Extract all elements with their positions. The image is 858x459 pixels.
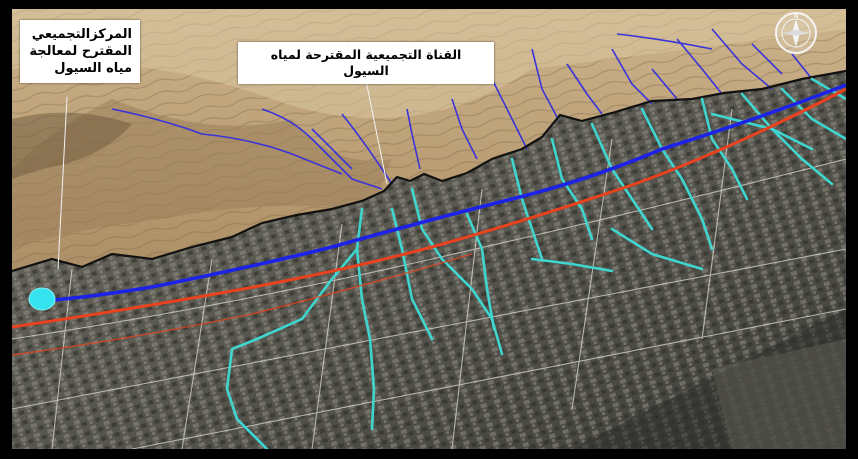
street-network bbox=[12, 108, 846, 449]
treatment-center-label: المركزالتجميعي المقترح لمعالجة مياه السي… bbox=[20, 20, 140, 83]
treatment-center-marker[interactable] bbox=[28, 287, 56, 311]
proposed-collection-channel bbox=[41, 83, 846, 303]
map-canvas bbox=[12, 9, 846, 449]
collection-channel-label: القناة التجميعية المقترحة لمياه السيول bbox=[238, 42, 494, 84]
treatment-center-label-line-2: المقترح لمعالجة bbox=[29, 44, 132, 59]
compass-north-letter: N bbox=[793, 12, 798, 20]
treatment-center-label-line-3: مياه السيول bbox=[54, 61, 132, 76]
red-route bbox=[12, 87, 846, 329]
channel-pointer bbox=[363, 70, 388, 185]
treatment-center-label-line-1: المركزالتجميعي bbox=[31, 27, 132, 42]
mountain-urban-boundary bbox=[12, 69, 846, 273]
treatment-center-pointer bbox=[57, 96, 68, 270]
mountain-drainage-lines bbox=[111, 28, 813, 190]
urban-tributary-channels bbox=[225, 77, 846, 449]
map-view[interactable] bbox=[12, 9, 846, 449]
compass-icon[interactable]: N bbox=[773, 10, 819, 56]
